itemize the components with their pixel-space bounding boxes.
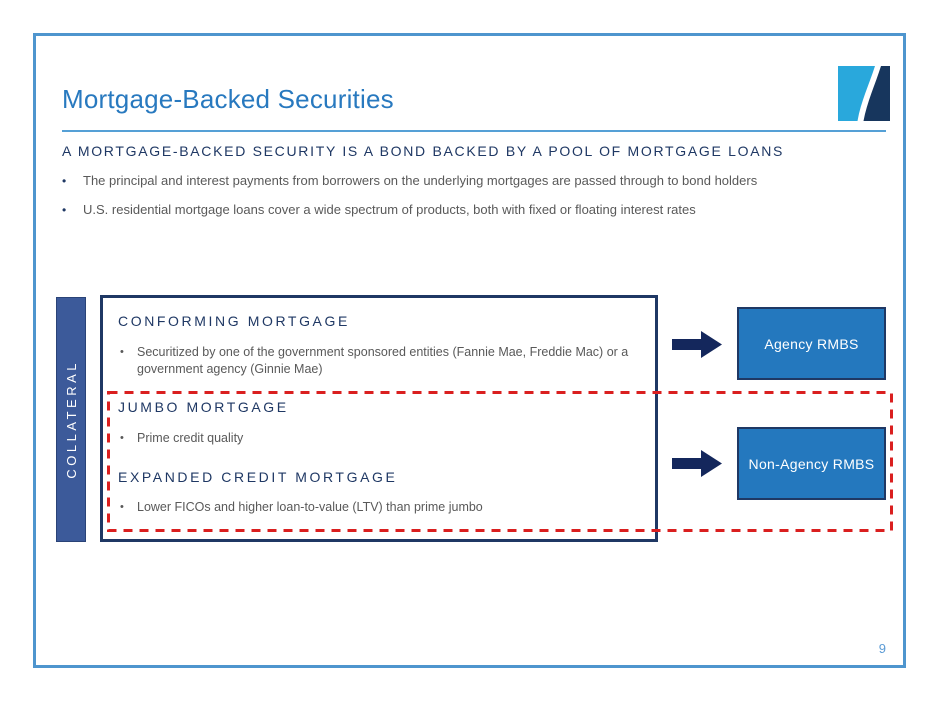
section-bullet-item: • Securitized by one of the government s… [120, 344, 644, 378]
slide-subtitle: A MORTGAGE-BACKED SECURITY IS A BOND BAC… [62, 143, 785, 159]
intro-bullet-list: • The principal and interest payments fr… [62, 173, 862, 231]
bullet-marker: • [120, 501, 124, 513]
section-heading-jumbo: JUMBO MORTGAGE [118, 399, 289, 415]
page-number: 9 [878, 641, 886, 656]
bullet-marker: • [120, 432, 124, 444]
output-box-label: Non-Agency RMBS [748, 455, 875, 472]
intro-bullet-item: • The principal and interest payments fr… [62, 173, 862, 189]
section-bullet-text: Prime credit quality [137, 431, 244, 445]
intro-bullet-item: • U.S. residential mortgage loans cover … [62, 202, 862, 218]
collateral-bar: COLLATERAL [56, 297, 86, 542]
intro-bullet-text: U.S. residential mortgage loans cover a … [83, 202, 696, 217]
output-box-agency-rmbs: Agency RMBS [737, 307, 886, 380]
section-bullet-item: • Prime credit quality [120, 430, 644, 447]
title-divider [62, 130, 886, 132]
section-bullet-text: Lower FICOs and higher loan-to-value (LT… [137, 500, 483, 514]
section-bullet-item: • Lower FICOs and higher loan-to-value (… [120, 499, 644, 516]
section-heading-expanded-credit: EXPANDED CREDIT MORTGAGE [118, 469, 398, 485]
page-title: Mortgage-Backed Securities [62, 84, 394, 114]
output-box-label: Agency RMBS [764, 335, 859, 352]
non-agency-dashed-outline [107, 391, 893, 532]
collateral-box [100, 295, 658, 542]
section-heading-conforming: CONFORMING MORTGAGE [118, 313, 350, 329]
bullet-marker: • [62, 174, 67, 188]
section-bullet-text: Securitized by one of the government spo… [137, 345, 629, 376]
arrow-right-icon [672, 450, 722, 477]
bullet-marker: • [120, 346, 124, 358]
intro-bullet-text: The principal and interest payments from… [83, 173, 758, 188]
company-logo-swoosh-icon [838, 66, 890, 121]
output-box-non-agency-rmbs: Non-Agency RMBS [737, 427, 886, 500]
collateral-label: COLLATERAL [63, 360, 79, 479]
bullet-marker: • [62, 203, 67, 217]
arrow-right-icon [672, 331, 722, 358]
